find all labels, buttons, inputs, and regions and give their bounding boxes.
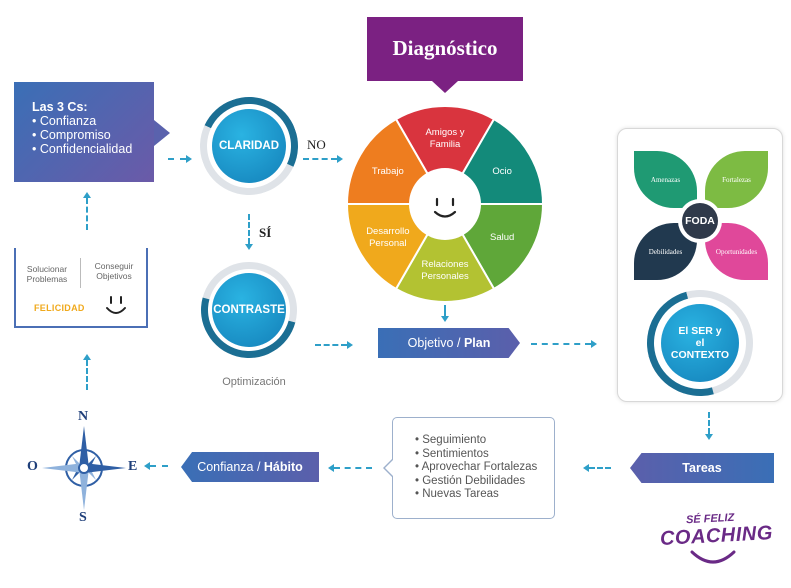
contraste-caption: Optimización	[222, 376, 286, 388]
compass-east: E	[128, 459, 138, 474]
connector	[168, 158, 186, 160]
wheel-segment	[394, 105, 496, 207]
confianza-habito-bar: Confianza / Hábito	[181, 452, 319, 482]
task-item: Sentimientos	[415, 448, 554, 462]
felicidad-box	[14, 248, 148, 328]
three-cs-box: Las 3 Cs: • Confianza • Compromiso • Con…	[14, 82, 170, 182]
arrow-left-icon	[144, 462, 150, 470]
arrow-right-icon	[591, 340, 597, 348]
connector	[248, 214, 250, 244]
connector	[334, 467, 372, 469]
connector	[86, 360, 88, 390]
habito-label: Hábito	[263, 460, 303, 474]
diagnostic-banner	[367, 17, 523, 81]
foda-center-label: FODA	[682, 203, 718, 239]
three-cs-item: • Compromiso	[32, 128, 111, 142]
plan-label: Plan	[463, 336, 491, 350]
smiley-icon	[433, 197, 457, 218]
tareas-bar: Tareas	[630, 453, 774, 483]
task-item: Gestión Debilidades	[415, 475, 554, 489]
task-item: Nuevas Tareas	[415, 488, 554, 502]
connector	[589, 467, 611, 469]
ser-contexto-node: El SER y el CONTEXTO	[661, 304, 739, 382]
no-label: NO	[307, 137, 326, 152]
arrow-up-icon	[83, 192, 91, 198]
compass-west: O	[27, 459, 38, 474]
confianza-label: Confianza	[197, 460, 254, 474]
wheel-center	[409, 168, 481, 240]
wheel-segment-label: Salud	[490, 232, 514, 243]
task-list-box: Seguimiento Sentimientos Aprovechar Fort…	[383, 417, 555, 519]
arrow-down-icon	[441, 316, 449, 322]
objetivo-plan-bar: Objetivo / Plan	[378, 328, 520, 358]
task-item: Aprovechar Fortalezas	[415, 461, 554, 475]
logo-smile-icon	[690, 550, 736, 564]
connector	[531, 343, 591, 345]
three-cs-item: • Confianza	[32, 114, 97, 128]
claridad-node: CLARIDAD	[212, 109, 286, 183]
felicidad-divider	[80, 258, 81, 288]
smiley-icon	[106, 296, 126, 314]
compass-rose-icon	[42, 426, 126, 510]
tareas-label: Tareas	[682, 461, 722, 475]
connector	[303, 158, 337, 160]
connector	[444, 305, 446, 316]
arrow-left-icon	[583, 464, 589, 472]
logo-bottom: COACHING	[659, 522, 774, 550]
yes-label: SÍ	[259, 225, 272, 240]
diagnostic-banner-pointer	[432, 81, 458, 93]
task-item: Seguimiento	[415, 434, 554, 448]
arrow-down-icon	[245, 244, 253, 250]
felicidad-label: FELICIDAD	[34, 303, 85, 313]
foda-center: FODA	[678, 199, 722, 243]
foda-panel: Amenazas Fortalezas Debilidades Oportuni…	[617, 128, 783, 416]
objetivo-label: Objetivo	[407, 336, 454, 350]
arrow-right-icon	[186, 155, 192, 163]
arrow-down-icon	[705, 434, 713, 440]
compass-south: S	[79, 510, 87, 525]
three-cs-item: • Confidencialidad	[32, 142, 133, 156]
compass-north: N	[78, 409, 89, 424]
connector	[86, 198, 88, 230]
three-cs-title: Las 3 Cs:	[32, 100, 88, 114]
wheel-segment-label: Trabajo	[372, 166, 404, 177]
connector	[315, 344, 347, 346]
arrow-left-icon	[328, 464, 334, 472]
connector	[708, 412, 710, 434]
felicidad-box-mask	[16, 248, 146, 298]
connector	[150, 465, 168, 467]
arrow-up-icon	[83, 354, 91, 360]
wheel-segment-label: Ocio	[492, 166, 512, 177]
wheel-segment	[394, 202, 496, 303]
task-list-pointer-inner	[385, 459, 394, 477]
arrow-right-icon	[347, 341, 353, 349]
diagnostic-title: Diagnóstico	[392, 36, 498, 60]
foda-fortalezas: Fortalezas	[705, 151, 768, 208]
contraste-node: CONTRASTE	[212, 273, 286, 347]
foda-amenazas: Amenazas	[634, 151, 697, 208]
three-cs-pointer	[154, 120, 170, 146]
arrow-right-icon	[337, 155, 343, 163]
